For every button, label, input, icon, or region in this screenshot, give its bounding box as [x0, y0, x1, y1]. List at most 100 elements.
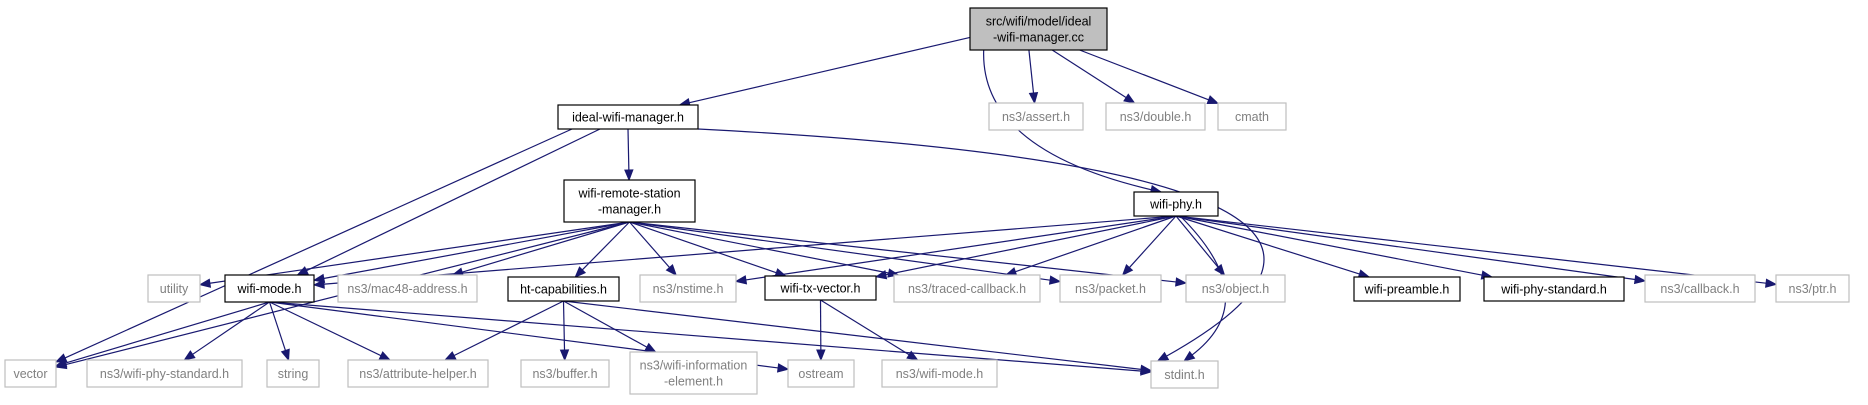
node-ostream: ostream: [787, 359, 855, 388]
node-box: [224, 274, 315, 303]
node-buffer: ns3/buffer.h: [520, 359, 610, 388]
node-box: [787, 359, 855, 388]
edge-line: [581, 221, 630, 272]
edge-wrsm-to-object: [629, 221, 1188, 287]
node-box: [266, 359, 320, 388]
node-label: ns3/attribute-helper.h: [359, 367, 476, 381]
node-phystd[interactable]: wifi-phy-standard.h: [1483, 276, 1625, 302]
node-label: vector: [13, 367, 47, 381]
node-string: string: [266, 359, 320, 388]
node-callback: ns3/callback.h: [1644, 274, 1756, 303]
edge-arrowhead: [1156, 351, 1170, 362]
node-label: wifi-mode.h: [237, 282, 302, 296]
node-box: [563, 179, 696, 223]
edge-arrowhead: [1004, 267, 1018, 277]
node-label: ideal-wifi-manager.h: [572, 111, 684, 125]
node-object: ns3/object.h: [1185, 274, 1286, 303]
node-box: [969, 7, 1108, 51]
edge-arrowhead: [665, 263, 678, 277]
edge-wifi_mode-to-attr: [269, 301, 392, 361]
node-preamble[interactable]: wifi-preamble.h: [1353, 276, 1461, 302]
node-box: [557, 104, 699, 130]
edge-line: [268, 301, 287, 352]
edge-line: [629, 221, 1052, 281]
node-box: [1185, 274, 1286, 303]
node-box: [639, 274, 737, 303]
edge-arrowhead: [644, 342, 657, 353]
node-box: [147, 274, 201, 303]
edge-arrowhead: [443, 351, 457, 361]
edge-line: [269, 301, 383, 357]
edge-arrowhead: [1121, 264, 1134, 276]
edge-arrowhead: [624, 169, 634, 182]
edge-arrowhead: [1206, 95, 1220, 105]
edge-line: [63, 128, 573, 359]
node-root[interactable]: src/wifi/model/ideal-wifi-manager.cc: [969, 7, 1108, 51]
node-ns3wmode: ns3/wifi-mode.h: [881, 359, 998, 388]
node-wrsm[interactable]: wifi-remote-station-manager.h: [563, 179, 696, 223]
node-box: [629, 351, 758, 395]
node-box: [1775, 274, 1850, 303]
edge-line: [191, 301, 270, 356]
edge-ideal_mgr-to-wrsm: [624, 128, 634, 182]
node-label: -manager.h: [598, 203, 661, 217]
edge-arrowhead: [378, 351, 392, 361]
node-box: [1059, 274, 1162, 303]
edge-line: [629, 221, 671, 269]
node-box: [764, 275, 877, 301]
edge-line: [563, 300, 1143, 371]
edge-wifi_mode-to-vector: [54, 301, 270, 368]
edge-wrsm-to-htcap: [574, 221, 630, 278]
edges-layer: [54, 36, 1778, 376]
edge-wifi_phy-to-nstime: [734, 215, 1177, 285]
node-label: wifi-phy.h: [1149, 198, 1202, 212]
node-label: -wifi-manager.cc: [993, 31, 1084, 45]
edge-arrowhead: [1028, 92, 1039, 105]
node-mac48: ns3/mac48-address.h: [337, 274, 478, 303]
edge-wifi_phy-to-callback: [1175, 215, 1647, 285]
edge-arrowhead: [296, 266, 309, 276]
edge-arrowhead: [559, 349, 570, 362]
node-label: ns3/packet.h: [1075, 282, 1146, 296]
node-label: ns3/nstime.h: [653, 282, 724, 296]
edge-wifi_mode-to-string: [268, 301, 290, 362]
node-label: ns3/wifi-information: [640, 359, 748, 373]
edge-line: [688, 36, 971, 104]
node-ideal_mgr[interactable]: ideal-wifi-manager.h: [557, 104, 699, 130]
edge-line: [1175, 215, 1361, 275]
node-box: [1133, 191, 1219, 217]
edge-line: [562, 300, 566, 352]
edge-line: [322, 215, 1177, 285]
edge-line: [1079, 49, 1210, 101]
node-box: [1483, 276, 1625, 302]
node-nstime: ns3/nstime.h: [639, 274, 737, 303]
edge-ideal_mgr-to-vector: [54, 128, 573, 363]
edge-arrowhead: [1175, 277, 1188, 287]
edge-root-to-double: [1051, 49, 1136, 104]
node-label: ns3/double.h: [1120, 110, 1192, 124]
edge-arrowhead: [1123, 93, 1136, 104]
node-label: stdint.h: [1164, 368, 1204, 382]
node-infoel: ns3/wifi-information-element.h: [629, 351, 758, 395]
node-label: ns3/buffer.h: [532, 367, 597, 381]
node-label: ns3/mac48-address.h: [347, 282, 467, 296]
node-wifi_phy[interactable]: wifi-phy.h: [1133, 191, 1219, 217]
edge-arrowhead: [1183, 350, 1196, 362]
edge-wifi_phy-to-phystd: [1175, 215, 1494, 280]
edge-wrsm-to-packet: [629, 221, 1062, 285]
edge-wifi_phy-to-packet: [1121, 215, 1177, 276]
node-stdint: stdint.h: [1150, 360, 1219, 389]
node-box: [893, 274, 1041, 303]
node-wifi_mode[interactable]: wifi-mode.h: [224, 274, 315, 303]
node-label: ns3/assert.h: [1002, 110, 1070, 124]
edge-line: [983, 49, 1153, 191]
edge-arrowhead: [776, 363, 790, 373]
node-txvec[interactable]: wifi-tx-vector.h: [764, 275, 877, 301]
edge-wrsm-to-nstime: [629, 221, 678, 277]
edge-arrowhead: [1765, 278, 1778, 288]
edge-htcap-to-infoel: [563, 300, 657, 353]
edge-htcap-to-stdint: [563, 300, 1153, 375]
node-htcap[interactable]: ht-capabilities.h: [507, 276, 620, 302]
edge-line: [305, 128, 601, 272]
edge-arrowhead: [906, 350, 919, 361]
